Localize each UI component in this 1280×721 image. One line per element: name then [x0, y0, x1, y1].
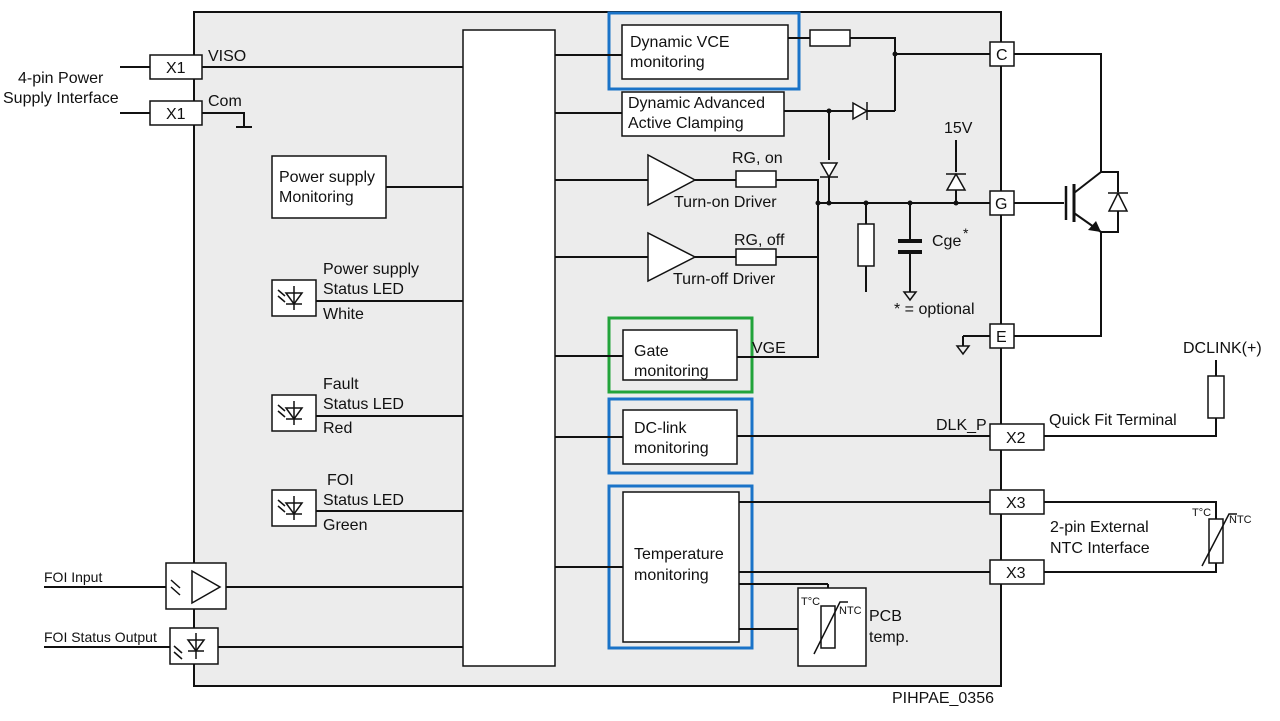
cge-optional-star: *	[963, 225, 969, 241]
rg-on-resistor	[735, 170, 777, 188]
pcb-ntc-tc-label: T°C	[801, 596, 820, 608]
power-supply-monitoring-block	[271, 155, 387, 219]
gate-emitter-resistor	[857, 223, 875, 267]
rg-off-label: RG, off	[734, 232, 785, 249]
dynamic-vce-line1: Dynamic VCE	[630, 34, 730, 51]
fault-led-line2: Status LED	[323, 396, 404, 413]
power-status-led-icon	[271, 279, 317, 317]
foi-led-line2: Status LED	[323, 492, 404, 509]
turn-on-driver-label: Turn-on Driver	[674, 194, 777, 211]
dclink-monitoring-line2: monitoring	[634, 440, 709, 457]
central-logic-block	[462, 29, 556, 667]
connector-x1-viso	[149, 54, 203, 80]
external-ntc-tc-label: T°C	[1192, 507, 1211, 519]
connector-x2-label: X2	[1006, 430, 1026, 447]
connector-e-label: E	[996, 329, 1007, 346]
ntc-interface-line2: NTC Interface	[1050, 540, 1150, 557]
power-supply-monitoring-line1: Power supply	[279, 169, 375, 186]
dynamic-vce-monitoring-block	[621, 24, 789, 80]
foi-input-receiver-icon	[165, 562, 227, 610]
turn-off-driver-amplifier	[647, 231, 697, 283]
power-interface-label-line2: Supply Interface	[3, 90, 119, 107]
freewheeling-diode-icon	[1107, 191, 1129, 212]
turn-off-driver-label: Turn-off Driver	[673, 271, 776, 288]
connector-x3-bottom-label: X3	[1006, 565, 1026, 582]
rg-off-resistor	[735, 248, 777, 266]
dclink-divider-resistor	[1207, 375, 1225, 419]
cge-ground-icon	[902, 291, 918, 302]
connector-x1-viso-label: X1	[166, 60, 186, 77]
clamping-line2: Active Clamping	[628, 115, 744, 132]
foi-input-label: FOI Input	[44, 569, 102, 585]
rg-on-label: RG, on	[732, 150, 783, 167]
com-label: Com	[208, 93, 242, 110]
pcb-ntc-label: NTC	[839, 605, 862, 617]
foi-status-output-transmitter-icon	[169, 627, 219, 665]
quick-fit-label: Quick Fit Terminal	[1049, 412, 1177, 429]
connector-x3-top-label: X3	[1006, 495, 1026, 512]
fault-led-line1: Fault	[323, 376, 359, 393]
connector-g	[989, 190, 1015, 216]
temperature-monitoring-line2: monitoring	[634, 567, 709, 584]
foi-status-output-label: FOI Status Output	[44, 629, 157, 645]
foi-status-led-icon	[271, 489, 317, 527]
vge-label: VGE	[752, 340, 786, 357]
dlk-p-label: DLK_P	[936, 417, 987, 434]
optional-note: * = optional	[894, 301, 975, 318]
power-interface-label-line1: 4-pin Power	[18, 70, 104, 87]
foi-led-line1: FOI	[327, 472, 354, 489]
figure-id: PIHPAE_0356	[892, 690, 994, 707]
dclink-monitoring-line1: DC-link	[634, 420, 687, 437]
connector-g-label: G	[995, 196, 1007, 213]
dynamic-vce-highlight	[607, 11, 801, 91]
connector-x1-com	[149, 100, 203, 126]
temperature-monitoring-line1: Temperature	[634, 546, 724, 563]
pcb-temp-line2: temp.	[869, 629, 909, 646]
gate-monitoring-line1: Gate	[634, 343, 669, 360]
external-ntc-thermistor-icon	[1201, 513, 1237, 567]
clamping-line1: Dynamic Advanced	[628, 95, 765, 112]
igbt-transistor-icon	[1064, 171, 1102, 233]
external-ntc-label: NTC	[1229, 514, 1252, 526]
gate-monitoring-line2: monitoring	[634, 363, 709, 380]
foi-led-line3: Green	[323, 517, 367, 534]
viso-label: VISO	[208, 48, 246, 65]
connector-c-label: C	[996, 47, 1008, 64]
v15-label: 15V	[944, 120, 973, 137]
fault-led-line3: Red	[323, 420, 352, 437]
emitter-ground-icon	[955, 345, 971, 356]
cge-label: Cge	[932, 233, 961, 250]
turn-on-driver-amplifier	[647, 153, 697, 207]
power-led-line1: Power supply	[323, 261, 419, 278]
power-led-line3: White	[323, 306, 364, 323]
connector-e	[989, 323, 1015, 349]
gate-monitoring-block	[622, 329, 738, 381]
active-clamping-block	[621, 91, 785, 137]
connector-x1-com-label: X1	[166, 106, 186, 123]
driver-board-panel	[193, 11, 1002, 687]
power-supply-monitoring-line2: Monitoring	[279, 189, 354, 206]
temperature-monitoring-block	[622, 491, 740, 643]
ntc-interface-line1: 2-pin External	[1050, 519, 1149, 536]
vce-sense-resistor	[809, 29, 851, 47]
power-led-line2: Status LED	[323, 281, 404, 298]
fault-status-led-icon	[271, 394, 317, 432]
pcb-temp-line1: PCB	[869, 608, 902, 625]
dclink-monitoring-block	[622, 409, 738, 465]
dynamic-vce-line2: monitoring	[630, 54, 705, 71]
dclink-label: DCLINK(+)	[1183, 340, 1262, 357]
